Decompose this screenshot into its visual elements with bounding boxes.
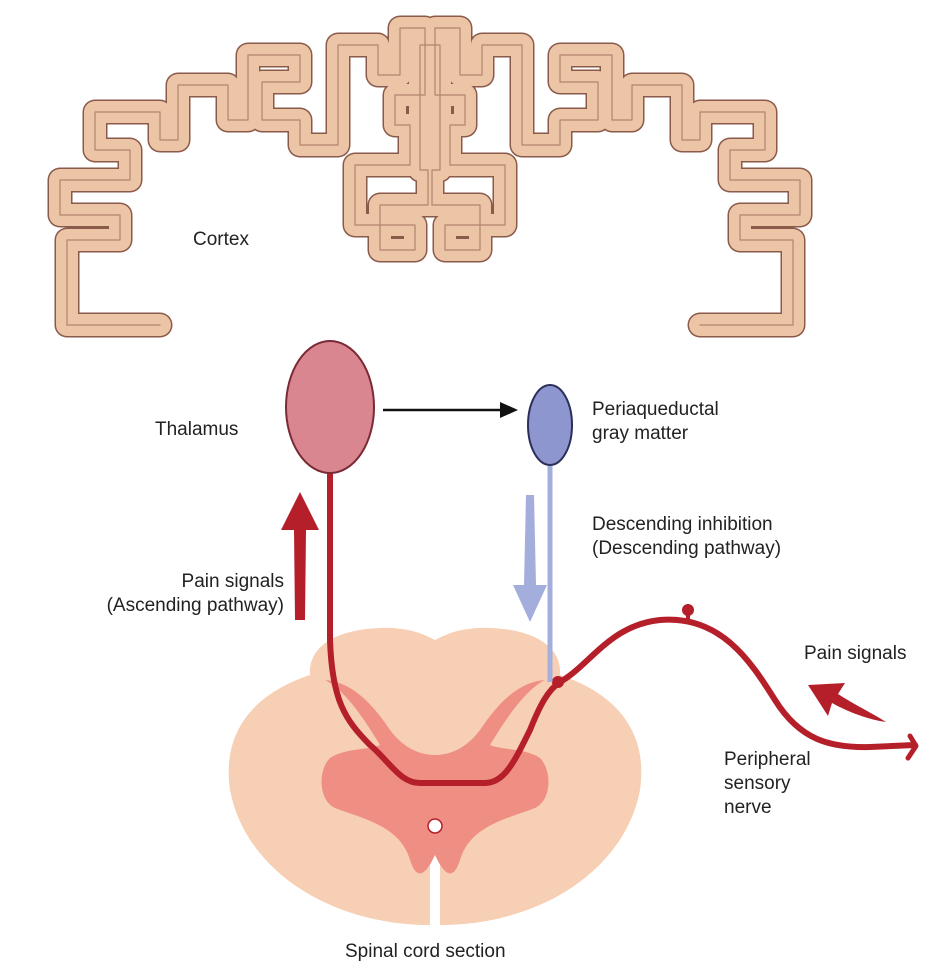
pag-label: Periaqueductal gray matter (592, 398, 719, 446)
cortex-gyri (60, 28, 800, 325)
thalamus-label: Thalamus (155, 418, 238, 442)
ascending-label: Pain signals (Ascending pathway) (60, 570, 284, 618)
ganglion-cell (682, 604, 694, 616)
cortex-label: Cortex (193, 228, 249, 252)
pag-label-line2: gray matter (592, 422, 719, 446)
incoming-pain-label: Pain signals (804, 642, 906, 666)
descending-label-line1: Descending inhibition (592, 513, 781, 537)
periaqueductal-gray-nucleus (528, 385, 572, 465)
nerve-label-line1: Peripheral (724, 748, 811, 772)
pag-label-line1: Periaqueductal (592, 398, 719, 422)
ascending-label-line2: (Ascending pathway) (60, 594, 284, 618)
nerve-label: Peripheral sensory nerve (724, 748, 811, 820)
cortex (60, 28, 800, 325)
relay-arrow-head (500, 402, 518, 418)
nerve-label-line2: sensory (724, 772, 811, 796)
central-canal (428, 819, 442, 833)
thalamus-nucleus (286, 341, 374, 473)
ascending-label-line1: Pain signals (60, 570, 284, 594)
spinal-cord-label: Spinal cord section (345, 940, 506, 964)
descending-label-line2: (Descending pathway) (592, 537, 781, 561)
nerve-label-line3: nerve (724, 796, 811, 820)
arrow-left-icon (808, 683, 886, 722)
spinal-cord-section (229, 628, 642, 925)
arrow-right-icon (383, 402, 518, 418)
synapse-point (552, 676, 564, 688)
arrow-up-icon (281, 492, 319, 620)
descending-label: Descending inhibition (Descending pathwa… (592, 513, 781, 561)
arrow-down-icon (513, 495, 547, 622)
